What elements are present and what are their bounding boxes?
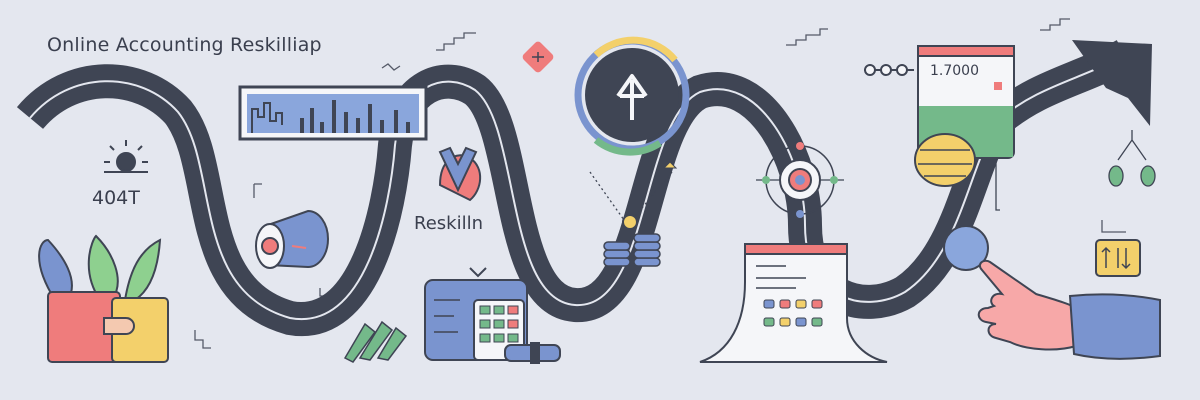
decor-steps <box>194 18 1126 349</box>
potted-plants <box>38 234 169 363</box>
spyglass-icon <box>504 342 561 364</box>
sort-arrows-icon <box>1095 239 1141 277</box>
sun-icon <box>104 140 148 173</box>
cloud-icon <box>914 133 976 187</box>
leaf-pile-icon <box>343 320 408 363</box>
calendar-grid-icon <box>699 243 888 363</box>
compass-arrow-icon <box>574 36 690 156</box>
coin-stacks-icon <box>589 161 678 267</box>
card-amount: 1.7000 <box>930 63 979 79</box>
bar-chart-panel <box>238 85 428 141</box>
page-title: Online Accounting Reskilliap <box>47 34 322 56</box>
target-network-icon <box>756 140 844 230</box>
rocket-icon <box>438 146 482 202</box>
pointing-hand-icon <box>977 259 1161 360</box>
diamond-badge-icon <box>522 41 554 73</box>
side-code-label: 404T <box>92 187 140 209</box>
camera-lens-icon <box>255 209 329 269</box>
center-label: Reskilln <box>414 213 483 234</box>
tree-diagram-icon <box>1108 130 1156 187</box>
curved-road-arrow <box>16 40 1152 337</box>
